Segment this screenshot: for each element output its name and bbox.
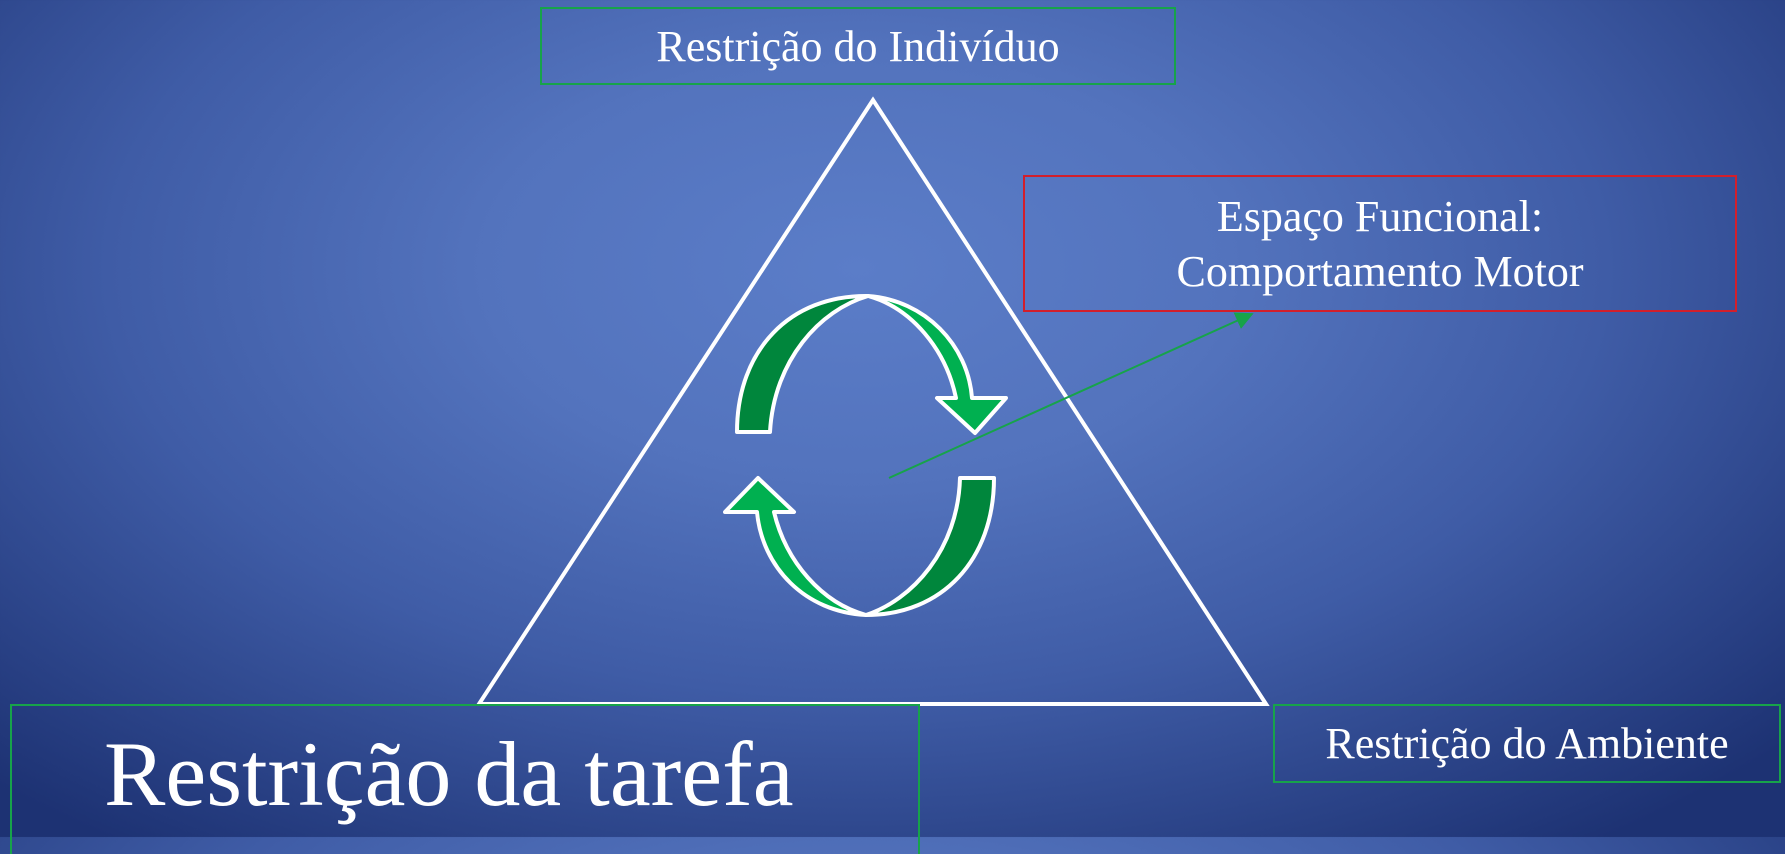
top-arc-dark (735, 293, 870, 434)
top-arrow (866, 294, 1008, 435)
connector-arrow (888, 312, 1254, 479)
task-constraint-label: Restrição da tarefa (10, 704, 920, 854)
functional-space-label: Espaço Funcional: Comportamento Motor (1023, 175, 1737, 312)
environment-constraint-label: Restrição do Ambiente (1273, 704, 1781, 783)
functional-space-subtitle: Comportamento Motor (1176, 246, 1584, 296)
environment-constraint-text: Restrição do Ambiente (1325, 719, 1729, 768)
task-constraint-text: Restrição da tarefa (104, 723, 794, 825)
bottom-arrow (723, 476, 868, 617)
circular-arrows-icon (723, 293, 1008, 617)
individual-constraint-text: Restrição do Indivíduo (656, 21, 1060, 71)
bottom-arc-dark (864, 476, 996, 617)
functional-space-title: Espaço Funcional: (1216, 191, 1544, 241)
individual-constraint-label: Restrição do Indivíduo (540, 7, 1176, 85)
